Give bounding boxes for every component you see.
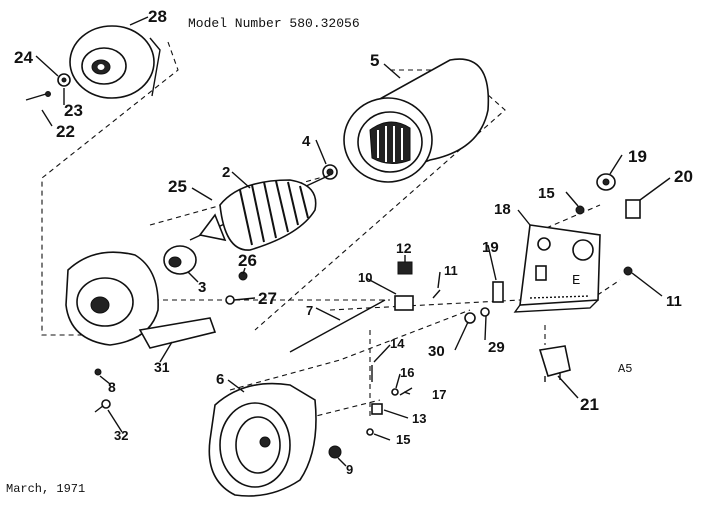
fan-assembly-part (69, 25, 161, 99)
callout-15-lower: 15 (396, 432, 410, 447)
callout-18: 18 (494, 201, 511, 218)
callout-21: 21 (580, 395, 599, 414)
stator-housing-part (343, 58, 490, 183)
callout-8: 8 (108, 379, 116, 395)
control-parts (464, 173, 641, 382)
callout-4: 4 (302, 133, 311, 150)
callout-6: 6 (216, 371, 224, 388)
screw-part (25, 91, 51, 101)
end-bearing-part (163, 245, 197, 275)
callout-17: 17 (432, 387, 446, 402)
leader-lines (35, 16, 671, 467)
callout-10: 10 (358, 270, 372, 285)
armature-rotor-part (189, 174, 331, 251)
callout-7: 7 (306, 303, 313, 318)
callout-20: 20 (674, 167, 693, 186)
callout-labels: 28 24 23 22 5 4 2 25 3 26 27 12 10 11 7 … (14, 7, 693, 477)
end-shield-part (65, 251, 217, 413)
callout-24: 24 (14, 48, 33, 67)
callout-12: 12 (396, 240, 412, 256)
callout-11-lower: 11 (666, 293, 682, 310)
callout-27: 27 (258, 289, 277, 308)
callout-9: 9 (346, 462, 353, 477)
callout-2: 2 (222, 164, 230, 181)
date-text: March, 1971 (6, 482, 85, 496)
callout-25: 25 (168, 177, 187, 196)
callout-11-upper: 11 (444, 263, 458, 278)
callout-19-knob: 19 (628, 147, 647, 166)
callout-26: 26 (238, 251, 257, 270)
callout-15-upper: 15 (538, 185, 555, 202)
callout-28: 28 (148, 7, 167, 26)
callout-5: 5 (370, 51, 379, 70)
callout-22: 22 (56, 122, 75, 141)
callout-19-bracket: 19 (482, 239, 499, 256)
callout-29: 29 (488, 339, 505, 356)
washer-part (57, 73, 71, 87)
front-end-shield-part (208, 382, 342, 497)
callout-14: 14 (390, 336, 405, 351)
diagram-code-text: A5 (618, 362, 632, 376)
switch-hardware-parts (366, 365, 413, 436)
callout-16: 16 (400, 365, 414, 380)
callout-32: 32 (114, 428, 128, 443)
callout-13: 13 (412, 411, 426, 426)
control-panel-part: E (513, 224, 601, 313)
callout-3: 3 (198, 279, 206, 296)
callout-31: 31 (154, 359, 170, 375)
callout-30: 30 (428, 343, 445, 360)
switch-actuator-parts (289, 261, 441, 353)
model-number-text: Model Number 580.32056 (188, 16, 360, 31)
callout-23: 23 (64, 101, 83, 120)
svg-text:E: E (572, 273, 580, 289)
